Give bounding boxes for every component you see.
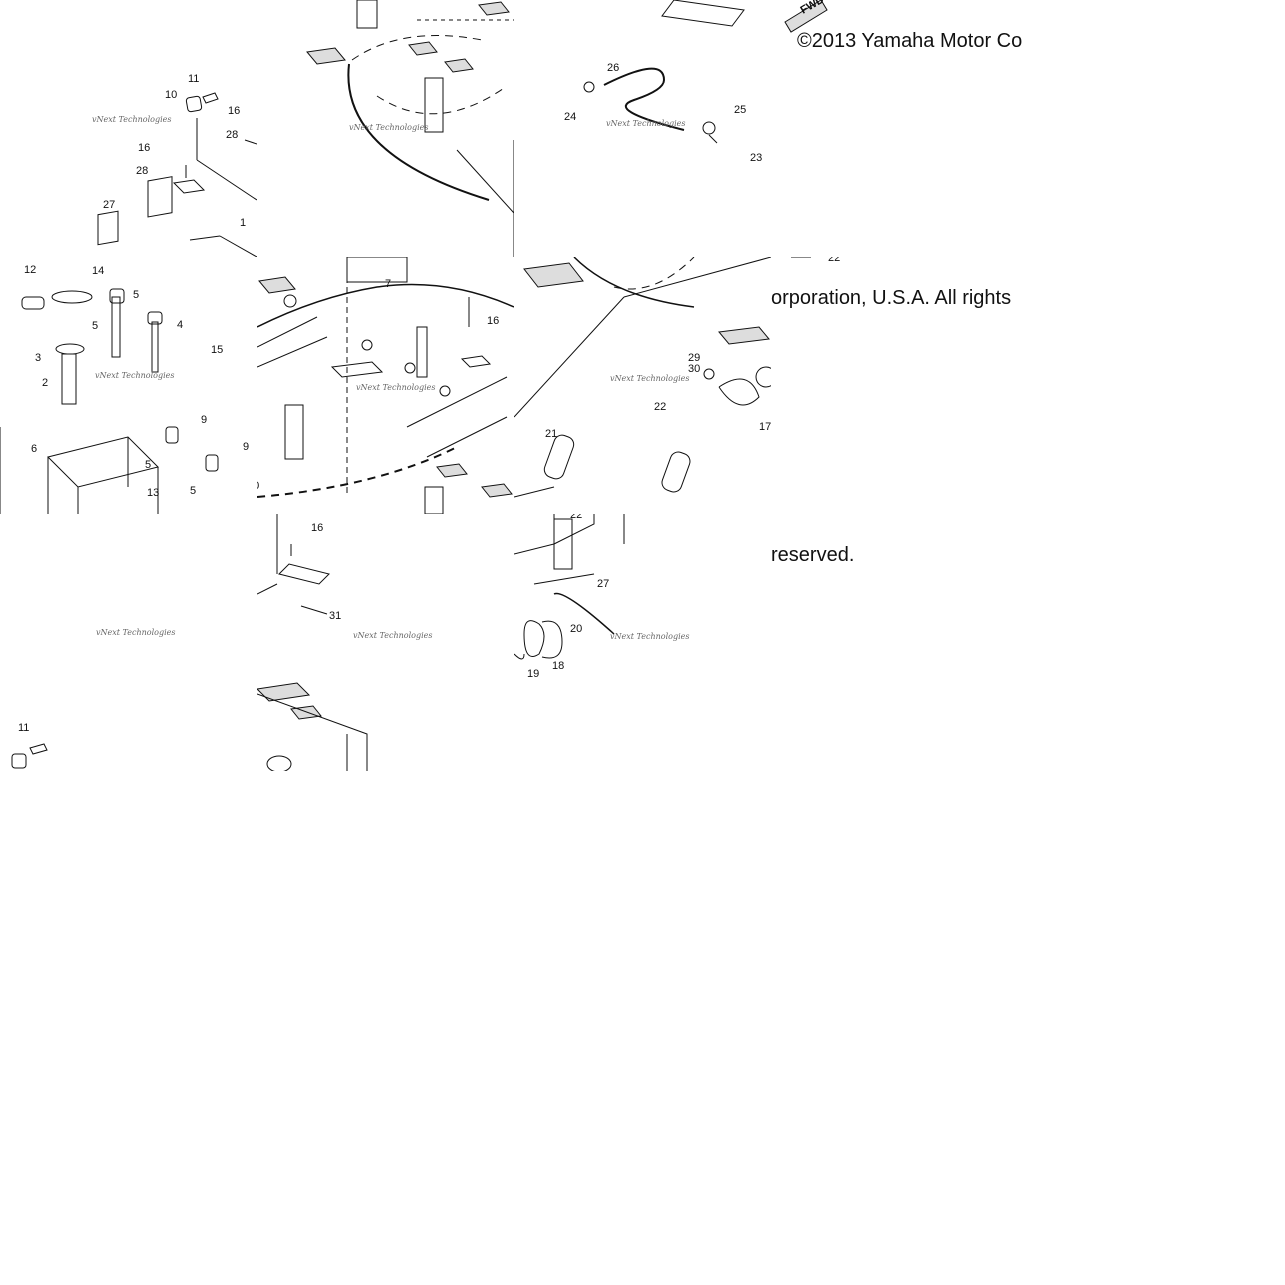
callout-22: 22	[570, 514, 582, 521]
callout-16: 16	[487, 315, 499, 327]
callout-10: 10	[165, 89, 177, 101]
callout-5: 5	[133, 289, 139, 301]
callout-9: 9	[243, 441, 249, 453]
watermark: vNext Technologies	[353, 631, 432, 640]
callout-5: 5	[145, 459, 151, 471]
diagram-tile-fuel-sender-top: 11 10 16 28 16 28 27 1 vNext Technologie…	[0, 0, 257, 257]
callout-31: 31	[329, 610, 341, 622]
callout-19: 19	[527, 668, 539, 680]
callout-6: 6	[31, 443, 37, 455]
callout-15: 15	[211, 344, 223, 356]
callout-26: 26	[607, 62, 619, 74]
watermark: vNext Technologies	[349, 123, 428, 132]
copyright-line-2: orporation, U.S.A. All rights	[771, 287, 1012, 309]
callout-20: 20	[570, 623, 582, 635]
callout-10: 10	[257, 480, 259, 492]
diagram-tile-lower-left: 11 vNext Technologies	[0, 514, 257, 771]
callout-28: 28	[226, 129, 238, 141]
diagram-tile-fuel-sender: 12 14 5 5 4 3 15 2 9 6 5 9 13 5 vNext Te…	[0, 257, 257, 514]
callout-14: 14	[92, 265, 104, 277]
callout-3: 3	[35, 352, 41, 364]
callout-5: 5	[92, 320, 98, 332]
callout-27: 27	[103, 199, 115, 211]
callout-17: 17	[759, 421, 771, 433]
callout-29: 29	[688, 352, 700, 364]
callout-22: 22	[654, 401, 666, 413]
watermark: vNext Technologies	[606, 119, 685, 128]
callout-30: 30	[688, 363, 700, 375]
callout-27: 27	[597, 578, 609, 590]
watermark: vNext Technologies	[610, 374, 689, 383]
callout-2: 2	[42, 377, 48, 389]
diagram-tile-hose-top: 26 24 25 23 vNext Technologies	[514, 0, 771, 257]
copyright-line-1: ©2013 Yamaha Motor Co	[797, 30, 1023, 52]
callout-16: 16	[311, 522, 323, 534]
callout-13: 13	[147, 487, 159, 499]
watermark: vNext Technologies	[92, 115, 171, 124]
diagram-tile-copyright-top: FWD	[771, 0, 1028, 257]
diagram-tile-bracket: 16 31 vNext Technologies	[257, 514, 514, 771]
watermark: vNext Technologies	[95, 371, 174, 380]
watermark: vNext Technologies	[356, 383, 435, 392]
callout-16: 16	[138, 142, 150, 154]
watermark: vNext Technologies	[96, 628, 175, 637]
callout-23: 23	[750, 152, 762, 164]
callout-24: 24	[564, 111, 576, 123]
callout-11: 11	[188, 73, 199, 85]
callout-12: 12	[24, 264, 36, 276]
callout-25: 25	[734, 104, 746, 116]
callout-11: 11	[18, 722, 29, 734]
callout-9: 9	[201, 414, 207, 426]
callout-22: 22	[828, 257, 840, 264]
callout-21: 21	[545, 428, 557, 440]
callout-18: 18	[552, 660, 564, 672]
watermark: vNext Technologies	[610, 632, 689, 641]
callout-1: 1	[240, 217, 246, 229]
callout-28: 28	[136, 165, 148, 177]
diagram-tile-copyright-mid: 22	[771, 257, 1028, 514]
diagram-tile-filler-cap: 27 20 18 19 22 vNext Technologies	[514, 514, 771, 771]
callout-5: 5	[190, 485, 196, 497]
callout-7: 7	[385, 278, 391, 290]
diagram-tile-tank-center: 8 7 16 10 vNext Technologies	[257, 257, 514, 514]
callout-4: 4	[177, 319, 183, 331]
callout-16: 16	[228, 105, 240, 117]
diagram-tile-filler-neck: 29 30 22 21 17 vNext Technologies	[514, 257, 771, 514]
copyright-line-3: reserved.	[771, 544, 855, 566]
diagram-tile-tank-top: vNext Technologies	[257, 0, 514, 257]
